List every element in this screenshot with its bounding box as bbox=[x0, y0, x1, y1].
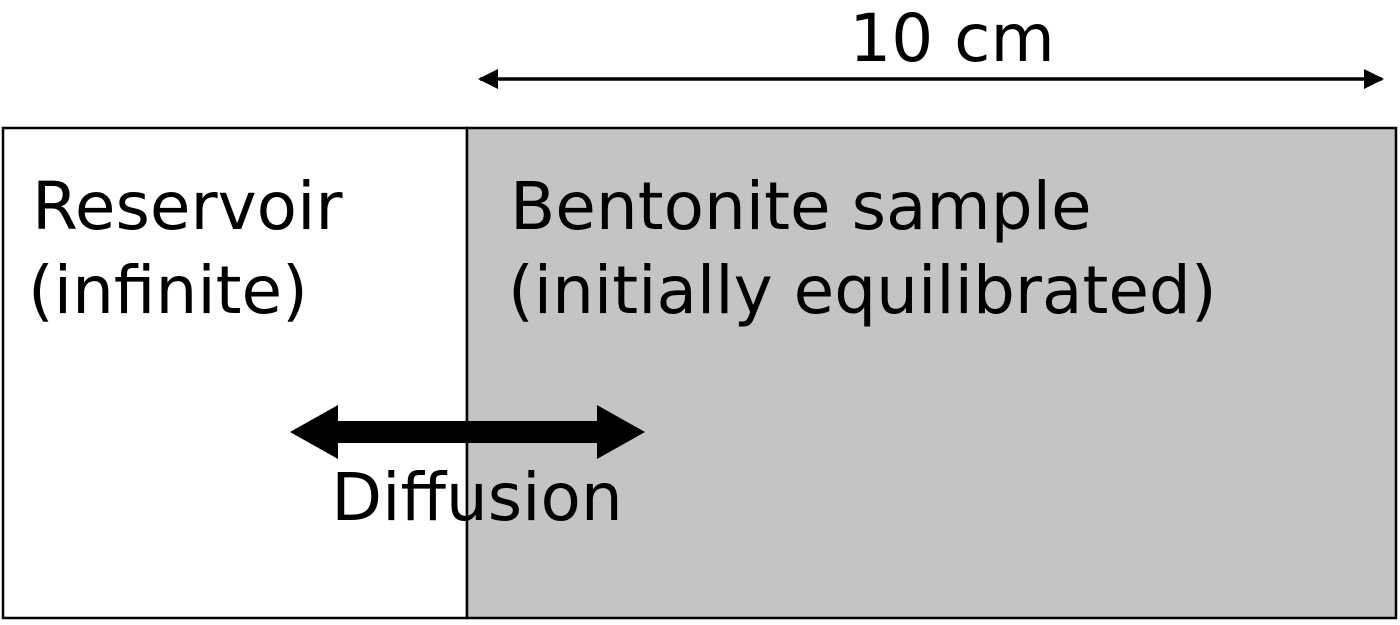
reservoir-region bbox=[1, 126, 469, 620]
sample-title: Bentonite sample bbox=[510, 168, 1092, 245]
sample-subtitle: (initially equilibrated) bbox=[508, 252, 1217, 329]
reservoir-title: Reservoir bbox=[32, 168, 343, 245]
diffusion-label: Diffusion bbox=[331, 459, 622, 536]
reservoir-subtitle: (infinite) bbox=[28, 252, 308, 329]
dimension-label: 10 cm bbox=[849, 0, 1055, 77]
diffusion-arrow bbox=[290, 405, 645, 459]
bentonite-sample-region bbox=[465, 126, 1398, 620]
